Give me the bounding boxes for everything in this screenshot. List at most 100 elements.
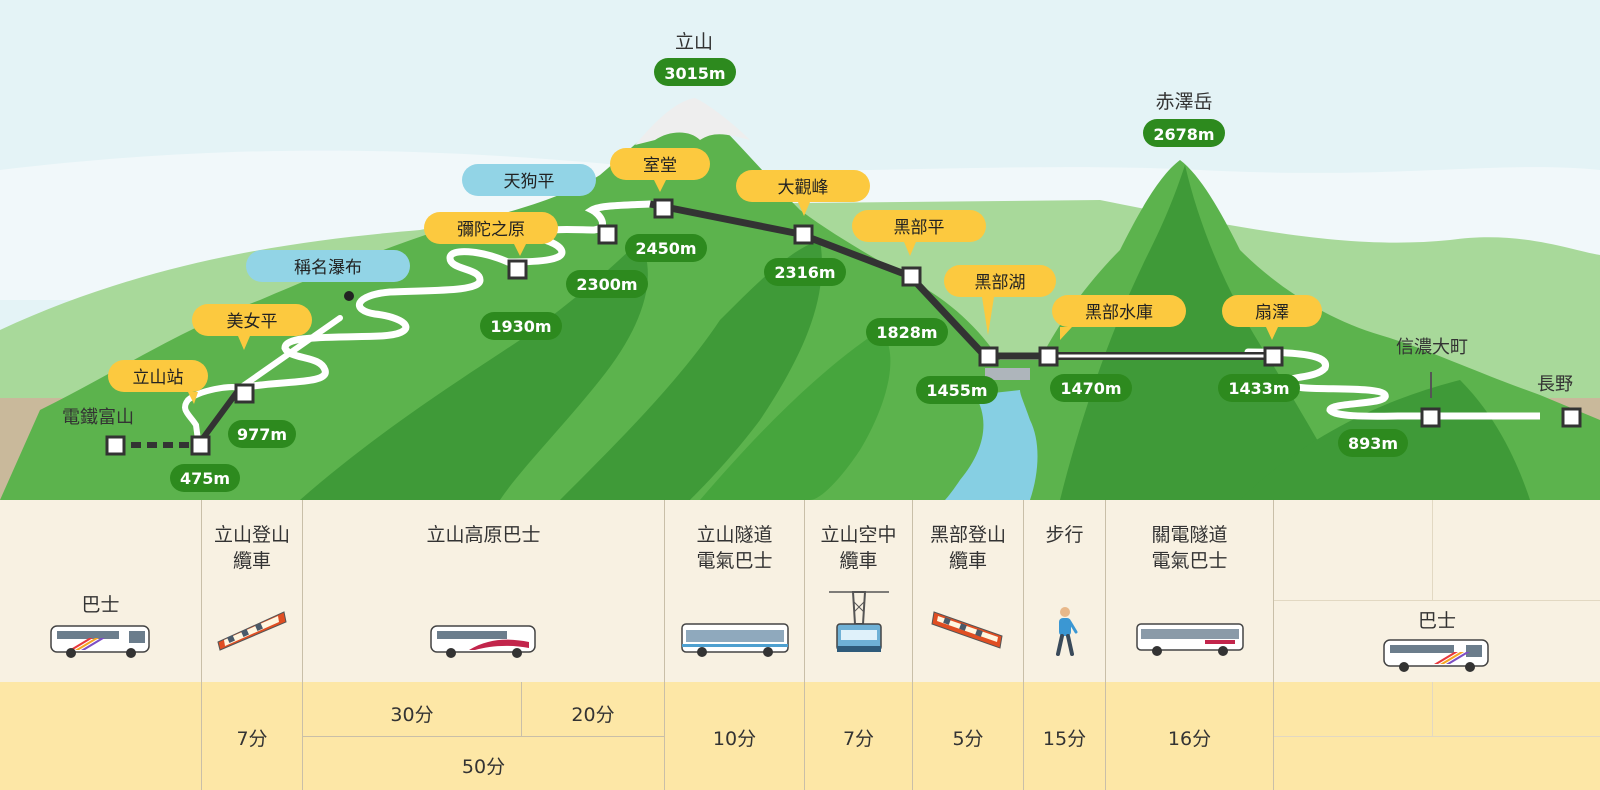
tag-daikanbo: 大觀峰 [736, 170, 870, 216]
tunnel-trolley [649, 200, 801, 238]
tag-shomyo-falls-label: 稱名瀑布 [294, 258, 362, 278]
bus-right-hline [1274, 600, 1600, 601]
elev-murodo: 2450m [625, 234, 707, 262]
road-tateyama [182, 384, 241, 441]
elev-midagahara-text: 1930m [490, 317, 551, 336]
mode-cable-car-kurobe: 黑部登山 纜車 5分 [912, 500, 1023, 790]
elev-shinano-omachi: 893m [1338, 429, 1408, 457]
peak-tateyama-badge [654, 58, 736, 86]
tag-murodo-label: 室堂 [643, 156, 677, 176]
road-highland-lower [236, 248, 512, 392]
tag-tateyama-station-label: 立山站 [133, 368, 184, 388]
mode-cable-car-kurobe-label: 黑部登山 纜車 [929, 524, 1006, 572]
road-ogisawa [1244, 348, 1409, 420]
tag-ogisawa: 扇澤 [1222, 295, 1322, 340]
mountain-fold [560, 240, 822, 500]
tag-tengudaira-label: 天狗平 [504, 172, 555, 192]
tag-tengudaira: 天狗平 [462, 164, 596, 196]
tag-ogisawa-label: 扇澤 [1255, 303, 1289, 323]
station-tateyama [190, 435, 211, 456]
station-nagano [1561, 407, 1582, 428]
tag-kurobedaira: 黑部平 [852, 210, 986, 256]
highland-split [521, 682, 522, 736]
kurobe-dam [985, 368, 1030, 380]
tag-midagahara-label: 彌陀之原 [457, 220, 525, 240]
time-highland-b: 20分 [571, 704, 615, 726]
snow-cap [635, 98, 750, 145]
tag-kurobeko-label: 黑部湖 [975, 273, 1026, 293]
tag-kurobe-dam-label: 黑部水庫 [1085, 303, 1153, 323]
tag-kurobeko: 黑部湖 [944, 265, 1056, 335]
station-murodo [653, 198, 674, 219]
mountain-fold [700, 330, 891, 500]
tag-kurobedaira-label: 黑部平 [894, 218, 945, 238]
road-highland-upper [504, 200, 654, 266]
station-kurobedaira [901, 266, 922, 287]
elev-tateyama-station-text: 475m [180, 469, 230, 488]
elev-kurobeko-text: 1455m [926, 381, 987, 400]
elev-kurobedaira-text: 1828m [876, 323, 937, 342]
station-bijodaira [234, 383, 255, 404]
tag-bijodaira: 美女平 [192, 304, 312, 350]
elev-kurobedaira: 1828m [866, 318, 948, 346]
walker-icon [1055, 607, 1077, 656]
mode-trolley-tateyama: 立山隧道 電氣巴士 10分 [664, 500, 804, 790]
bus-right-time-divider [1432, 682, 1433, 736]
elev-kurobe-dam: 1470m [1050, 374, 1132, 402]
elev-ogisawa-text: 1433m [1228, 379, 1289, 398]
shomyo-falls-dot [344, 291, 354, 301]
mountain-fold [300, 240, 648, 500]
time-trolley-tateyama: 10分 [712, 728, 757, 750]
peak-tateyama-name: 立山 [675, 31, 713, 53]
time-cable-car-tateyama: 7分 [236, 728, 268, 750]
highland-total-divider [303, 736, 665, 737]
elev-ogisawa: 1433m [1218, 374, 1300, 402]
mode-trolley-tateyama-label: 立山隧道 電氣巴士 [696, 524, 773, 572]
highland-bus-icon [429, 625, 536, 658]
elev-midagahara: 1930m [480, 312, 562, 340]
peak-tateyama-elevation: 3015m [664, 64, 725, 83]
tag-tateyama-station: 立山站 [108, 360, 208, 404]
tag-murodo: 室堂 [610, 148, 710, 192]
mode-cable-car-tateyama: 立山登山 纜車 7分 [201, 500, 302, 790]
peak-akazawadake-badge [1143, 119, 1225, 147]
bus-icon [49, 625, 150, 658]
elev-kurobeko: 1455m [916, 376, 998, 404]
mode-ropeway-label: 立山空中 纜車 [820, 524, 897, 572]
trolley-bus-icon [680, 623, 789, 657]
tag-bijodaira-label: 美女平 [227, 312, 278, 332]
peak-akazawadake-elevation: 2678m [1153, 125, 1214, 144]
cable-car-icon [217, 611, 287, 651]
mountain-fold [1060, 165, 1350, 500]
mode-highland-bus: 立山高原巴士 30分 20分 50分 [302, 500, 665, 790]
station-kurobe-dam [1038, 346, 1059, 367]
kanden-bus-icon [1135, 623, 1244, 656]
mode-cable-car-tateyama-label: 立山登山 纜車 [213, 524, 290, 572]
station-tengudaira [597, 224, 618, 245]
elev-bijodaira: 977m [228, 420, 296, 448]
mode-bus-right-label: 巴士 [1417, 610, 1456, 632]
mode-bus-left-label: 巴士 [81, 594, 120, 616]
elev-bijodaira-text: 977m [237, 425, 287, 444]
time-cable-car-kurobe: 5分 [952, 728, 984, 750]
ropeway-line [798, 230, 912, 280]
station-kurobeko [978, 346, 999, 367]
label-dentetsu-toyama: 電鐵富山 [62, 407, 134, 428]
bus-right-time-hline [1274, 736, 1600, 737]
peak-akazawadake-name: 赤澤岳 [1155, 91, 1212, 113]
station-ogisawa [1263, 346, 1284, 367]
transport-panel: 巴士 立山登山 纜車 7分 [0, 500, 1600, 790]
mode-trolley-kanden-label: 關電隧道 電氣巴士 [1151, 524, 1228, 572]
tag-shomyo-falls: 稱名瀑布 [246, 250, 410, 282]
mode-walk: 步行 15分 [1023, 500, 1105, 790]
label-shinano-omachi: 信濃大町 [1396, 337, 1468, 358]
mode-highland-bus-label: 立山高原巴士 [426, 524, 541, 546]
elev-kurobe-dam-text: 1470m [1060, 379, 1121, 398]
kurobe-lake [945, 390, 1038, 500]
mode-walk-label: 步行 [1045, 524, 1084, 546]
station-shinano-omachi [1420, 407, 1441, 428]
bus-right-divider [1432, 500, 1433, 600]
tag-daikanbo-label: 大觀峰 [778, 178, 829, 198]
station-midagahara [507, 259, 528, 280]
mode-bus-right: 巴士 [1273, 500, 1600, 790]
